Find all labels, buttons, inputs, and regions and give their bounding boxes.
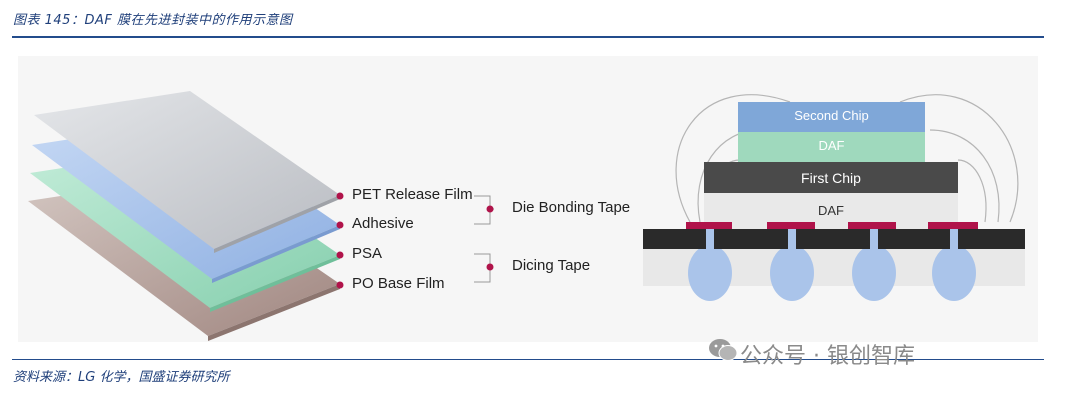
bond-pads bbox=[686, 222, 978, 229]
bracket-die-bonding-dot bbox=[486, 205, 494, 213]
marker-po bbox=[336, 281, 344, 289]
wechat-icon bbox=[709, 339, 738, 361]
daf-bottom-layer bbox=[704, 193, 958, 229]
label-adhesive: Adhesive bbox=[352, 215, 414, 232]
marker-psa bbox=[336, 251, 344, 259]
marker-adhesive bbox=[336, 221, 344, 229]
source-note: 资料来源：LG 化学，国盛证券研究所 bbox=[13, 370, 230, 385]
package-cross-section bbox=[643, 94, 1025, 301]
bracket-dicing-dot bbox=[486, 263, 494, 271]
layer-markers bbox=[336, 192, 344, 289]
label-daf-top: DAF bbox=[818, 138, 845, 153]
label-die-bonding-tape: Die Bonding Tape bbox=[512, 199, 631, 216]
vias bbox=[706, 229, 958, 251]
second-chip bbox=[738, 102, 925, 132]
figure-caption: 图表 145：DAF 膜在先进封装中的作用示意图 bbox=[13, 13, 293, 28]
daf-top-layer bbox=[738, 132, 925, 162]
substrate-layer bbox=[643, 229, 1025, 249]
label-pet-release-film: PET Release Film bbox=[352, 186, 473, 203]
label-psa: PSA bbox=[352, 245, 383, 262]
first-chip bbox=[704, 162, 958, 193]
source-divider bbox=[12, 359, 1044, 360]
layer-pet-release-film bbox=[34, 91, 340, 253]
caption-divider bbox=[12, 36, 1044, 38]
label-dicing-tape: Dicing Tape bbox=[512, 257, 591, 274]
marker-pet bbox=[336, 192, 344, 200]
label-po-base-film: PO Base Film bbox=[352, 275, 445, 292]
label-first-chip: First Chip bbox=[801, 170, 861, 186]
watermark-text: 公众号 · 银创智库 bbox=[740, 344, 915, 369]
solder-bumps bbox=[688, 245, 976, 301]
label-second-chip: Second Chip bbox=[794, 108, 869, 123]
label-daf-bottom: DAF bbox=[818, 203, 844, 218]
